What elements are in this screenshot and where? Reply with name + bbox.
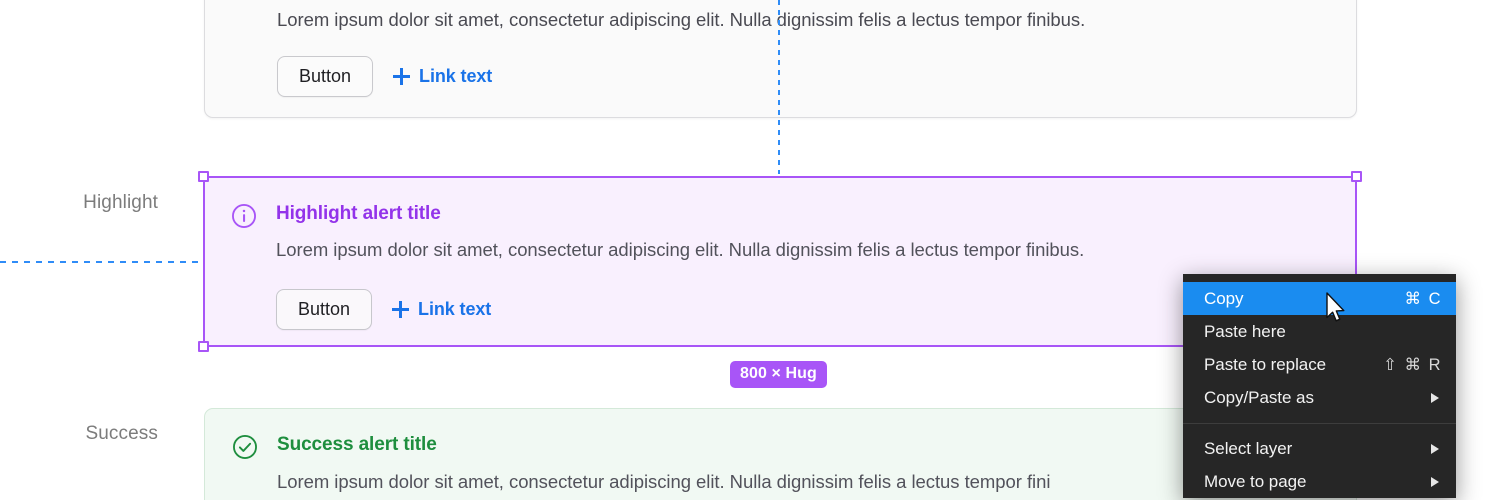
chevron-right-icon — [1431, 392, 1439, 403]
menu-item-label: Select layer — [1204, 438, 1293, 458]
chevron-right-icon — [1431, 443, 1439, 454]
menu-separator — [1183, 423, 1456, 424]
alert-card-success[interactable]: Success alert title Lorem ipsum dolor si… — [204, 408, 1357, 500]
alert-link-label-highlight: Link text — [418, 298, 492, 319]
alert-title-highlight: Highlight alert title — [276, 203, 441, 224]
alert-button-highlight[interactable]: Button — [276, 289, 373, 330]
menu-item-label: Copy — [1204, 288, 1244, 308]
chevron-right-icon — [1431, 476, 1439, 487]
alert-card-highlight[interactable]: Highlight alert title Lorem ipsum dolor … — [203, 176, 1357, 347]
alert-button-neutral[interactable]: Button — [277, 56, 374, 97]
alert-title-success: Success alert title — [277, 434, 437, 455]
menu-item-copy-paste-as[interactable]: Copy/Paste as — [1183, 381, 1456, 414]
alert-body-neutral: Lorem ipsum dolor sit amet, consectetur … — [277, 9, 1086, 30]
smart-guide-horizontal — [0, 261, 203, 263]
alert-link-highlight[interactable]: Link text — [392, 299, 491, 320]
menu-item-label: Move to page — [1204, 471, 1307, 491]
alert-link-neutral[interactable]: Link text — [393, 66, 492, 87]
menu-item-select-layer[interactable]: Select layer — [1183, 432, 1456, 465]
check-circle-icon — [232, 434, 258, 460]
alert-body-success: Lorem ipsum dolor sit amet, consectetur … — [277, 471, 1051, 492]
row-label-highlight: Highlight — [83, 192, 158, 213]
row-label-success: Success — [85, 423, 158, 444]
menu-item-shortcut: ⇧ ⌘ R — [1383, 355, 1442, 374]
menu-item-label: Copy/Paste as — [1204, 387, 1314, 407]
menu-item-paste-to-replace[interactable]: Paste to replace ⇧ ⌘ R — [1183, 348, 1456, 381]
menu-item-label: Paste here — [1204, 321, 1286, 341]
context-menu[interactable]: Copy ⌘ C Paste here Paste to replace ⇧ ⌘… — [1183, 274, 1456, 498]
alert-body-highlight: Lorem ipsum dolor sit amet, consectetur … — [276, 239, 1085, 260]
info-circle-icon — [231, 203, 257, 229]
menu-item-shortcut: ⌘ C — [1404, 289, 1442, 308]
alert-link-label-neutral: Link text — [419, 65, 493, 86]
menu-item-copy[interactable]: Copy ⌘ C — [1183, 282, 1456, 315]
smart-guide-vertical — [778, 0, 780, 174]
plus-icon — [393, 67, 411, 85]
alert-actions-neutral: Button Link text — [277, 56, 492, 97]
plus-icon — [392, 300, 410, 318]
alert-actions-highlight: Button Link text — [276, 289, 491, 330]
alert-card-neutral[interactable]: Lorem ipsum dolor sit amet, consectetur … — [204, 0, 1357, 118]
size-badge: 800 × Hug — [730, 361, 827, 388]
menu-item-paste-here[interactable]: Paste here — [1183, 315, 1456, 348]
menu-item-move-to-page[interactable]: Move to page — [1183, 465, 1456, 498]
menu-item-label: Paste to replace — [1204, 354, 1327, 374]
